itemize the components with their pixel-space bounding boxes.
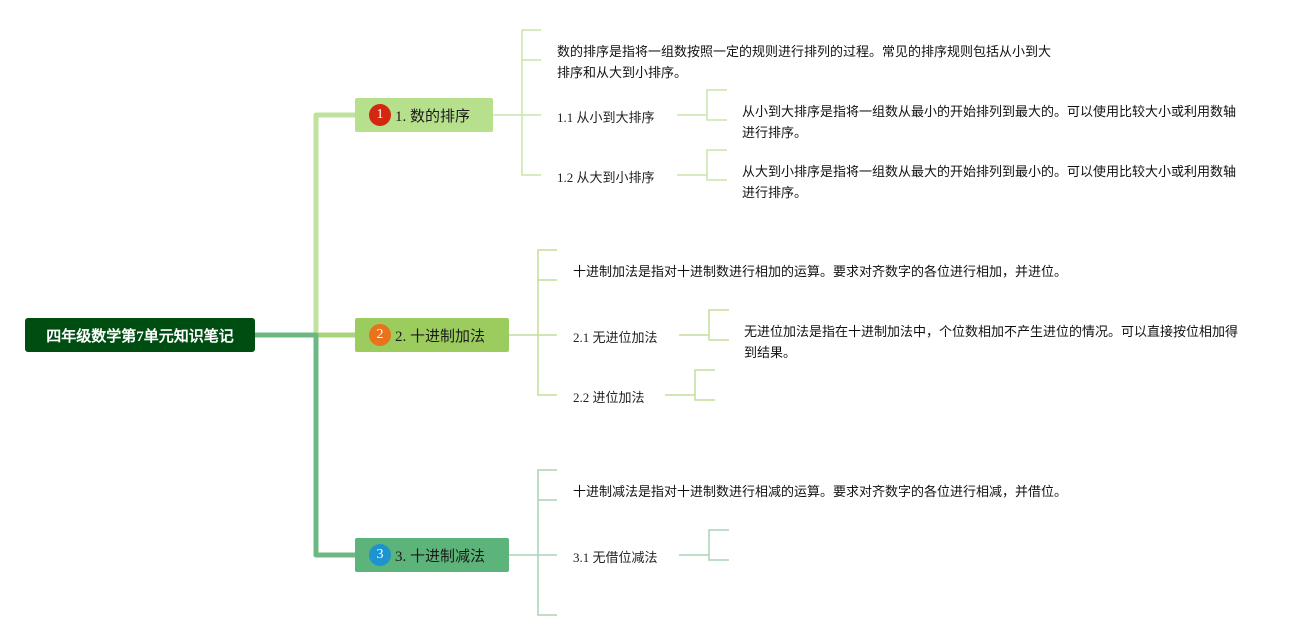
branch-node-decimal-addition[interactable]: 2 2. 十进制加法: [355, 318, 509, 352]
branch-label: 3. 十进制减法: [395, 548, 486, 565]
branch-description: 十进制加法是指对十进制数进行相加的运算。要求对齐数字的各位进行相加，并进位。: [573, 264, 1068, 279]
number-badge-1: 1: [369, 104, 391, 126]
connector-sub-3-1-bracket: [679, 529, 729, 561]
branch-description: 十进制减法是指对十进制数进行相减的运算。要求对齐数字的各位进行相减，并借位。: [573, 484, 1068, 499]
connector-sub-1-2-bracket: [677, 149, 727, 181]
connector-branch3-bracket: [508, 469, 557, 616]
connector-branch1-bracket: [492, 29, 541, 176]
connector-root-branch1: [255, 112, 356, 338]
connector-sub-2-1-bracket: [679, 309, 729, 341]
root-title: 四年级数学第7单元知识笔记: [46, 328, 234, 345]
root-node[interactable]: 四年级数学第7单元知识笔记: [25, 318, 255, 352]
sub-topic-2-2[interactable]: 2.2 进位加法: [573, 390, 645, 405]
number-badge-3: 3: [369, 544, 391, 566]
branch-description: 数的排序是指将一组数按照一定的规则进行排列的过程。常见的排序规则包括从小到大排序…: [557, 44, 1052, 80]
connector-branch2-bracket: [508, 249, 557, 396]
sub-topic-description: 从小到大排序是指将一组数从最小的开始排列到最大的。可以使用比较大小或利用数轴进行…: [742, 104, 1237, 140]
branch-node-decimal-subtraction[interactable]: 3 3. 十进制减法: [355, 538, 509, 572]
branch-label: 1. 数的排序: [395, 108, 471, 125]
number-badge-2: 2: [369, 324, 391, 346]
connector-sub-2-2-bracket: [665, 369, 715, 401]
connector-root-branch3: [255, 332, 356, 558]
branch-node-sorting[interactable]: 1 1. 数的排序: [355, 98, 493, 132]
sub-topic-2-1[interactable]: 2.1 无进位加法: [573, 330, 658, 345]
sub-topic-1-1[interactable]: 1.1 从小到大排序: [557, 110, 655, 125]
sub-topic-1-2[interactable]: 1.2 从大到小排序: [557, 170, 655, 185]
sub-topic-3-1[interactable]: 3.1 无借位减法: [573, 550, 658, 565]
sub-topic-description: 无进位加法是指在十进制加法中，个位数相加不产生进位的情况。可以直接按位相加得到结…: [744, 324, 1239, 360]
connector-sub-1-1-bracket: [677, 89, 727, 121]
sub-topic-description: 从大到小排序是指将一组数从最大的开始排列到最小的。可以使用比较大小或利用数轴进行…: [742, 164, 1237, 200]
branch-label: 2. 十进制加法: [395, 328, 486, 345]
